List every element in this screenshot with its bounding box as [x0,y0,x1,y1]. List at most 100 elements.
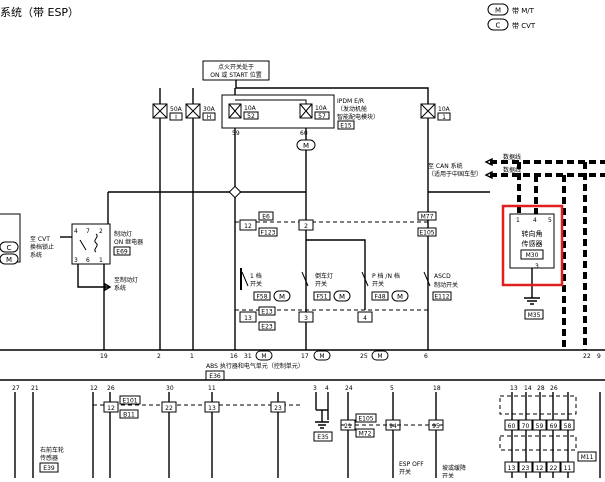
reverse-switch: 倒车灯 开关 F51 M [301,271,351,302]
svg-text:10A: 10A [438,106,451,113]
svg-text:至 CAN 系统: 至 CAN 系统 [428,162,463,170]
svg-text:开关: 开关 [399,468,411,476]
svg-text:开关: 开关 [250,280,262,288]
svg-text:E105: E105 [419,230,434,237]
svg-text:24: 24 [345,385,353,392]
svg-text:C: C [7,244,12,252]
fuse-50a: 50A I [152,103,183,121]
svg-text:M11: M11 [581,454,594,461]
svg-text:F123: F123 [261,230,276,237]
cvt-block: 至 CVT 换档锁止 系统 C M [0,213,54,265]
svg-text:12: 12 [90,385,98,392]
svg-text:13: 13 [508,465,516,472]
svg-text:60: 60 [300,130,308,137]
svg-text:E13: E13 [261,309,273,316]
connector-grid: 60 70 59 69 58 M11 13 23 12 22 11 [499,395,597,473]
svg-text:F48: F48 [374,294,385,301]
svg-text:50A: 50A [170,106,183,113]
svg-text:26: 26 [550,385,558,392]
legend-mt-mark: M [495,7,501,15]
svg-text:1: 1 [190,353,194,360]
svg-text:28: 28 [537,385,545,392]
svg-text:14: 14 [524,385,532,392]
svg-text:M77: M77 [421,214,434,221]
svg-text:19: 19 [100,353,108,360]
ipdm-er: 10A 52 10A 57 IPDM E/R （发动机舱 智能配电模块） E15… [221,94,379,137]
svg-text:11: 11 [208,385,216,392]
svg-text:70: 70 [522,423,530,430]
svg-text:E39: E39 [43,465,55,472]
svg-text:系统: 系统 [30,251,42,259]
svg-text:4: 4 [363,315,367,322]
svg-text:智能配电模块）: 智能配电模块） [337,113,379,121]
svg-text:M: M [319,353,324,360]
svg-text:点火开关处于: 点火开关处于 [218,63,254,71]
svg-text:F51: F51 [316,294,327,301]
svg-text:传感器: 传感器 [40,454,58,462]
highlight-box [501,204,564,287]
svg-text:M30: M30 [526,252,539,259]
svg-text:开关: 开关 [442,472,454,478]
svg-text:4: 4 [325,385,329,392]
legend-mt-label: 带 M/T [512,7,535,15]
svg-text:16: 16 [230,353,238,360]
connector-e13: 13 E13 E23 3 4 [239,306,373,331]
svg-text:27: 27 [12,385,20,392]
svg-text:6: 6 [424,353,428,360]
svg-text:E112: E112 [434,294,449,301]
svg-text:ON 或 START 位置: ON 或 START 位置 [210,71,261,79]
ignition-bus [235,80,429,104]
svg-text:5: 5 [548,217,552,224]
svg-text:1: 1 [516,217,520,224]
svg-text:右前车轮: 右前车轮 [40,446,64,454]
can-system: 至 CAN 系统 （适用于中国车型） 数据线 数据线 [428,153,605,350]
svg-text:I: I [175,114,177,121]
svg-text:95: 95 [432,423,440,430]
svg-text:12: 12 [244,223,252,230]
svg-text:12: 12 [536,465,544,472]
svg-text:60: 60 [508,423,516,430]
svg-text:ABS 执行器和电气单元（控制单元）: ABS 执行器和电气单元（控制单元） [206,362,304,370]
svg-text:12: 12 [107,405,115,412]
front-wheel-sensor: 右前车轮 传感器 E39 [39,446,64,473]
svg-text:7: 7 [86,228,90,235]
svg-text:94: 94 [389,423,397,430]
fuse-10a-right: 10A 1 [420,103,451,121]
legend-cvt-mark: C [496,22,501,30]
svg-text:B11: B11 [123,412,135,419]
svg-text:2: 2 [157,353,161,360]
svg-text:M: M [303,142,309,150]
svg-text:59: 59 [232,130,240,137]
svg-text:开关: 开关 [372,280,384,288]
svg-text:23: 23 [522,465,530,472]
svg-text:E15: E15 [340,123,352,130]
svg-text:23: 23 [274,405,282,412]
page-title: 系统（带 ESP） [0,6,79,19]
svg-text:6: 6 [86,257,90,264]
svg-text:1: 1 [99,257,103,264]
ignition-note: 点火开关处于 ON 或 START 位置 [202,60,270,81]
svg-text:E105: E105 [358,416,373,423]
fuse-30a: 30A H [185,103,216,121]
svg-text:25: 25 [360,353,368,360]
bottom-pins: 27 21 12 26 30 11 3 4 24 5 18 13 14 28 2… [12,385,558,392]
legend-cvt-label: 带 CVT [512,22,536,30]
steering-angle-sensor: 1 4 5 转向角 传感器 M30 3 M35 [509,213,555,320]
svg-text:（发动机舱: （发动机舱 [337,105,367,113]
svg-text:10A: 10A [244,105,257,112]
svg-text:E6: E6 [262,214,270,221]
legend-cvt: C 带 CVT [487,18,536,31]
svg-text:制动开关: 制动开关 [434,281,458,289]
svg-text:22: 22 [165,405,173,412]
svg-text:13: 13 [244,315,252,322]
svg-text:M35: M35 [528,312,541,319]
svg-text:倒车灯: 倒车灯 [315,272,333,280]
svg-text:E23: E23 [261,324,273,331]
svg-text:M72: M72 [359,431,372,438]
svg-text:M: M [261,353,266,360]
svg-text:坡或缓降: 坡或缓降 [442,464,466,472]
svg-text:转向角: 转向角 [522,229,543,238]
svg-text:E36: E36 [209,373,221,380]
svg-text:传感器: 传感器 [522,239,543,248]
